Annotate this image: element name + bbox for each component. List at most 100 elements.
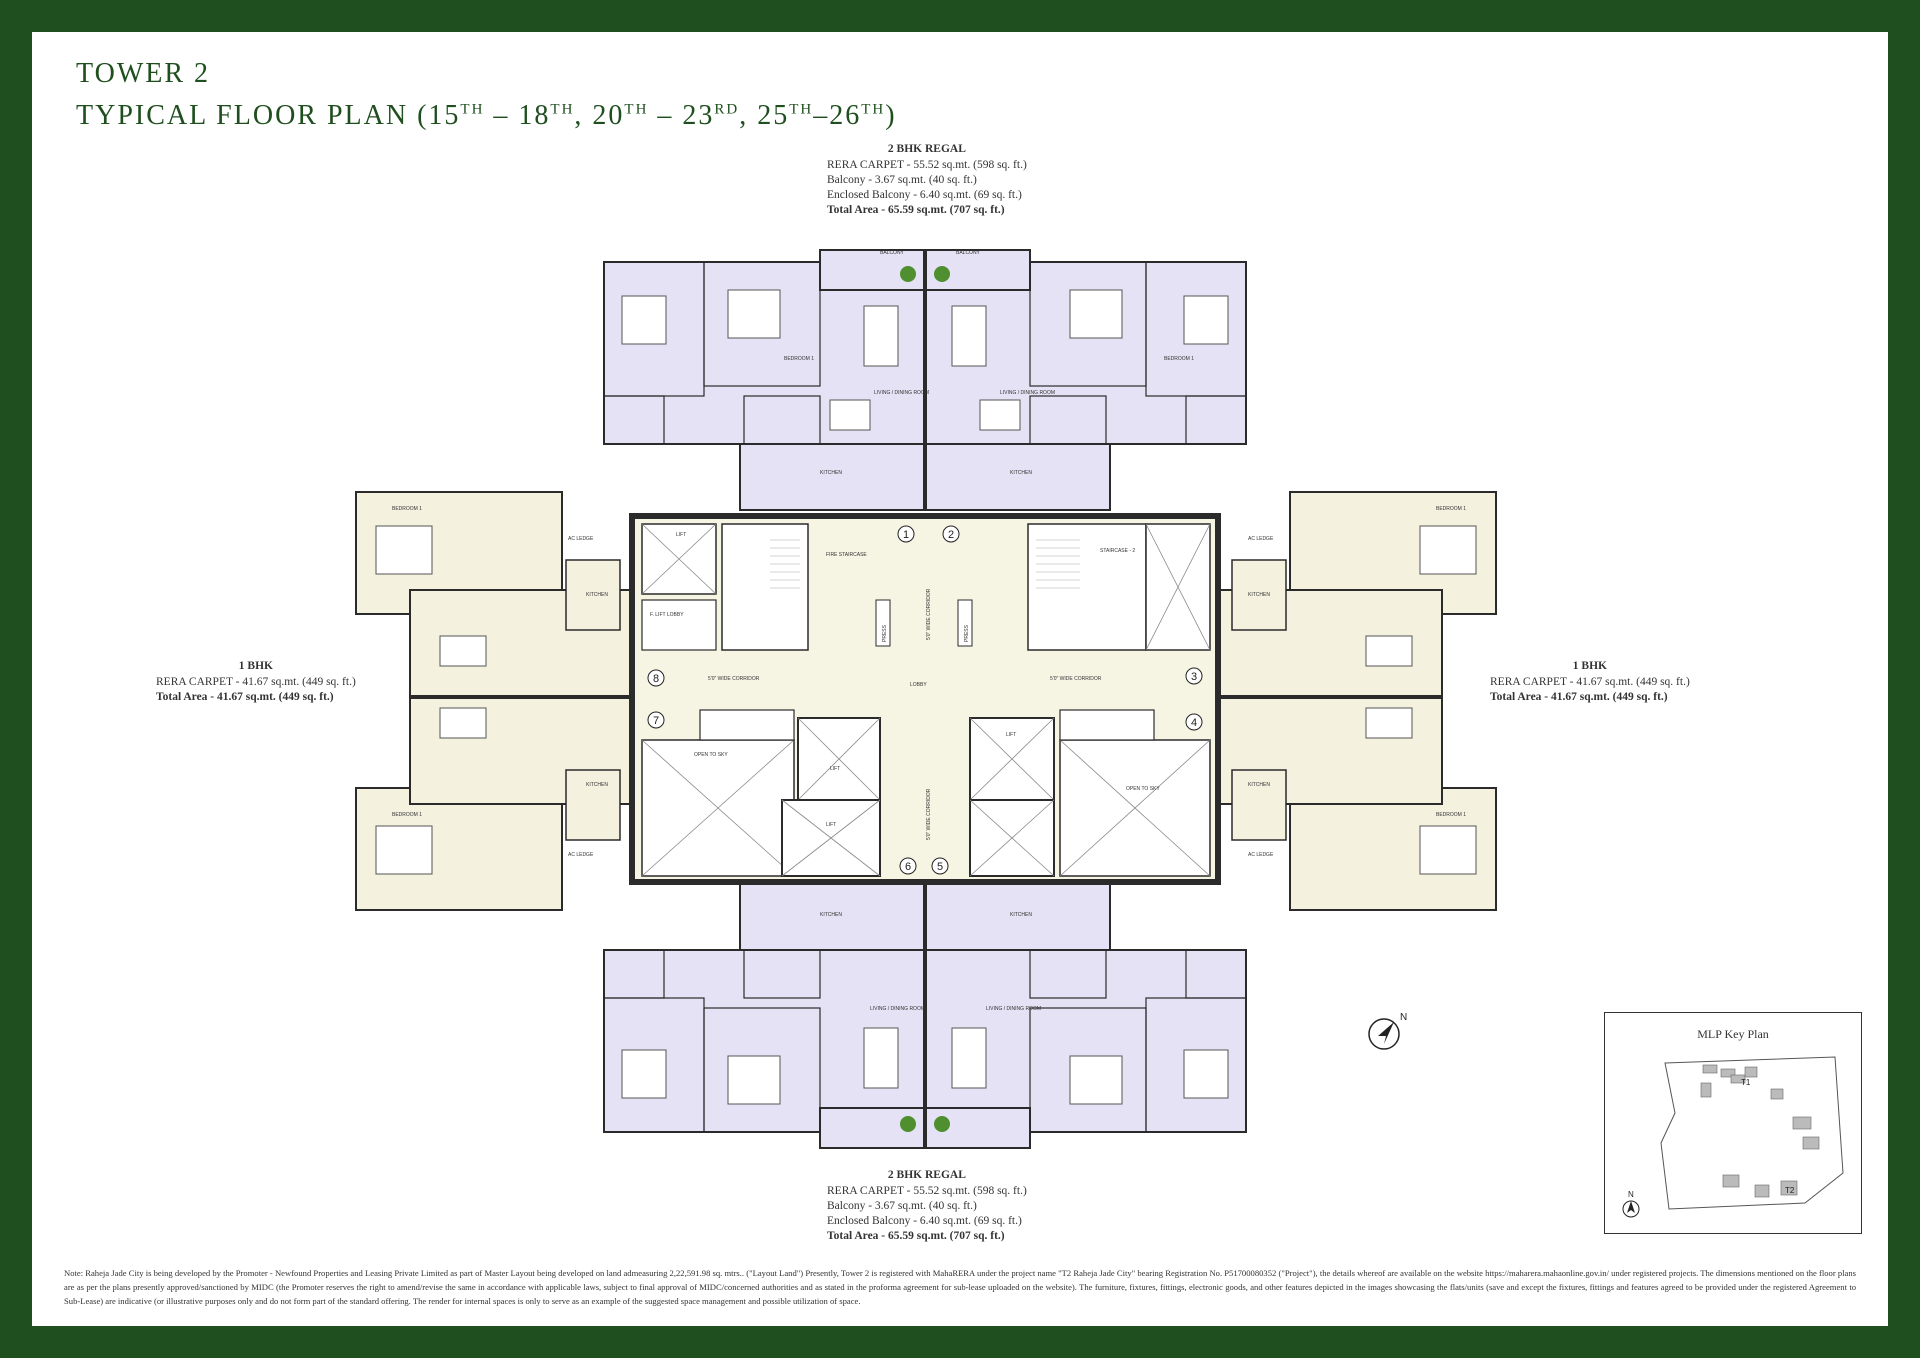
kitchen <box>565 769 621 841</box>
title-part: –26 <box>813 100 862 131</box>
title-sup: RD <box>714 101 740 118</box>
ots-cross <box>969 799 1055 877</box>
bedroom-2 <box>1029 261 1147 387</box>
title-sup: TH <box>861 101 886 118</box>
kitchen <box>739 443 925 511</box>
unit-number: 4 <box>1191 717 1197 729</box>
key-plan-map: T1 T2 N <box>1622 1056 1844 1218</box>
room-label: KITCHEN <box>1248 592 1270 598</box>
right-1bhk-units: BEDROOM 1 BEDROOM 1 KITCHEN KITCHEN AC L… <box>1215 491 1497 911</box>
tower-label: T2 <box>1785 1186 1795 1195</box>
bedroom-2 <box>703 261 821 387</box>
title-sup: TH <box>460 101 485 118</box>
core-wall <box>629 513 1221 885</box>
fire-lift-lobby <box>641 599 717 651</box>
toilet-2 <box>1029 949 1107 999</box>
title-part: , 25 <box>739 100 790 131</box>
room-label: BALCONY <box>956 250 981 256</box>
unit-enclosed-balcony: Enclosed Balcony - 6.40 sq.mt. (69 sq. f… <box>827 189 1022 201</box>
bed <box>1419 525 1477 575</box>
floor-plan-title: TYPICAL FLOOR PLAN (15TH – 18TH, 20TH – … <box>76 100 897 132</box>
title-part: TYPICAL FLOOR PLAN (15 <box>76 100 461 131</box>
key-plan-title: MLP Key Plan <box>1697 1027 1769 1041</box>
bedroom-2 <box>703 1007 821 1133</box>
room-label: AC LEDGE <box>568 536 594 542</box>
toilet-1 <box>603 395 665 445</box>
room-label: LIVING / DINING ROOM <box>986 1006 1041 1012</box>
top-regal-units: BEDROOM 1 LIVING / DINING ROOM LIVING / … <box>603 249 1247 511</box>
room-label: BEDROOM 1 <box>1436 812 1466 818</box>
unit-name: 1 BHK <box>238 660 273 672</box>
lift-cross <box>641 523 717 595</box>
sofa <box>1365 635 1413 667</box>
tower-title: TOWER 2 <box>76 58 211 89</box>
kitchen <box>925 443 1111 511</box>
core-label: LIFT <box>676 532 686 538</box>
unit-rera: RERA CARPET - 55.52 sq.mt. (598 sq. ft.) <box>827 1185 1027 1197</box>
room-label: KITCHEN <box>1248 782 1270 788</box>
sofa <box>863 1027 899 1089</box>
compass-north-label: N <box>1400 1012 1407 1023</box>
staircase-2 <box>1027 523 1147 651</box>
bed <box>1069 1055 1123 1105</box>
room-label: LIVING / DINING ROOM <box>874 390 929 396</box>
dining-table <box>829 399 871 431</box>
unit-number: 6 <box>905 861 911 873</box>
service-shaft <box>1059 709 1155 741</box>
core-label: 5'0" WIDE CORRIDOR <box>926 788 932 840</box>
unit-balcony: Balcony - 3.67 sq.mt. (40 sq. ft.) <box>827 174 977 186</box>
room-label: KITCHEN <box>586 592 608 598</box>
kitchen <box>739 883 925 951</box>
unit-total-area: Total Area - 41.67 sq.mt. (449 sq. ft.) <box>156 691 334 703</box>
toilet-1 <box>603 949 665 999</box>
unit-number: 3 <box>1191 671 1197 683</box>
plant <box>900 266 916 282</box>
core-label: F. LIFT LOBBY <box>650 612 684 618</box>
central-core: LIFT F. LIFT LOBBY FIRE STAIRCASE STAIRC… <box>629 513 1221 885</box>
unit-rera: RERA CARPET - 41.67 sq.mt. (449 sq. ft.) <box>1490 676 1690 688</box>
bedroom-2 <box>1029 1007 1147 1133</box>
site-boundary <box>1660 1056 1844 1210</box>
unit-name: 2 BHK REGAL <box>887 1169 966 1181</box>
core-label: LIFT <box>830 766 840 772</box>
unit-number: 7 <box>653 715 659 727</box>
title-sup: TH <box>550 101 575 118</box>
dining-table <box>979 399 1021 431</box>
sofa <box>439 635 487 667</box>
stair-treads <box>770 539 1080 589</box>
unit-info-left-1bhk: 1 BHK RERA CARPET - 41.67 sq.mt. (449 sq… <box>156 659 356 705</box>
bed <box>375 825 433 875</box>
plant <box>934 266 950 282</box>
plant <box>900 1116 916 1132</box>
sofa <box>951 305 987 367</box>
unit-rera: RERA CARPET - 41.67 sq.mt. (449 sq. ft.) <box>156 676 356 688</box>
lift-cross <box>781 799 881 877</box>
room-label: BEDROOM 1 <box>392 506 422 512</box>
core-label: OPEN TO SKY <box>1126 786 1160 792</box>
unit-numbers: 1 2 3 4 5 6 7 8 <box>647 525 1203 875</box>
room-label: LIVING / DINING ROOM <box>1000 390 1055 396</box>
core-label: 5'0" WIDE CORRIDOR <box>708 676 760 682</box>
core-label: OPEN TO SKY <box>694 752 728 758</box>
toilet-1 <box>1185 949 1247 999</box>
room-label: KITCHEN <box>1010 470 1032 476</box>
core-label: 5'0" WIDE CORRIDOR <box>926 588 932 640</box>
bottom-regal-units: LIVING / DINING ROOM LIVING / DINING ROO… <box>603 883 1247 1149</box>
core-label: STAIRCASE - 2 <box>1100 548 1135 554</box>
unit-name: 2 BHK REGAL <box>887 143 966 155</box>
title-part: , 20 <box>574 100 625 131</box>
bed <box>1183 295 1229 345</box>
kitchen <box>1231 769 1287 841</box>
toilet-2 <box>743 395 821 445</box>
bed <box>621 295 667 345</box>
fire-staircase <box>721 523 809 651</box>
unit-name: 1 BHK <box>1572 660 1607 672</box>
kitchen <box>565 559 621 631</box>
room-label: BEDROOM 1 <box>392 812 422 818</box>
unit-number: 2 <box>948 529 954 541</box>
unit-total-area: Total Area - 41.67 sq.mt. (449 sq. ft.) <box>1490 691 1668 703</box>
tower-footprints <box>1700 1064 1820 1198</box>
toilet-2 <box>743 949 821 999</box>
north-arrow <box>1627 1201 1635 1213</box>
